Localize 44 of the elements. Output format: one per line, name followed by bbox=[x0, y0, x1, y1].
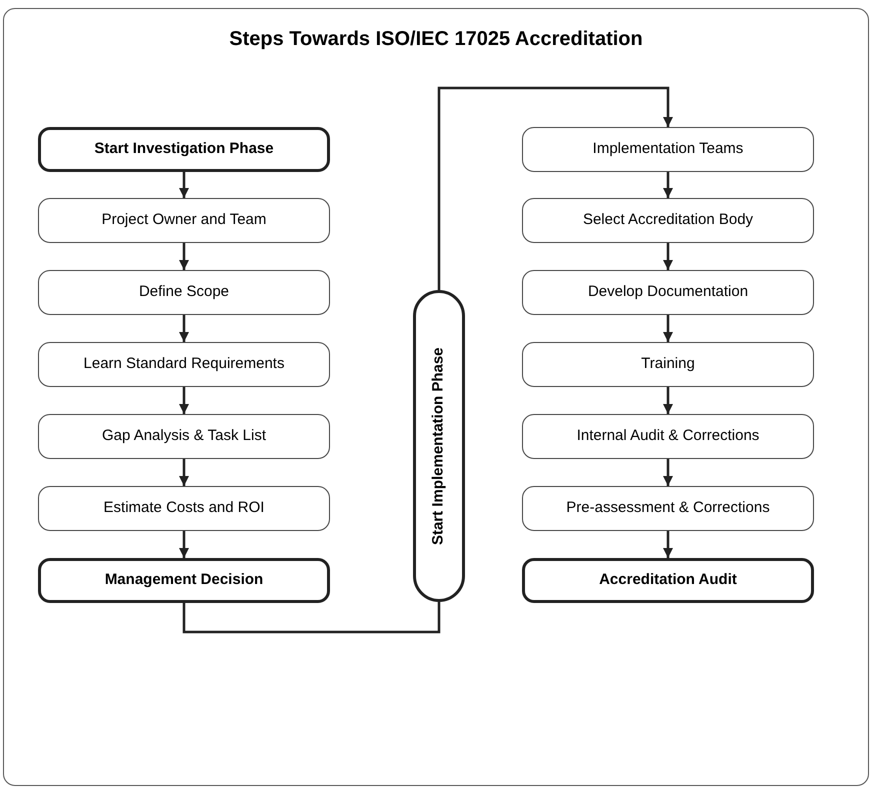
step-label: Develop Documentation bbox=[588, 282, 748, 302]
process-box bbox=[38, 558, 330, 603]
process-box bbox=[38, 270, 330, 315]
process-box bbox=[522, 127, 814, 172]
connector-arrow bbox=[663, 459, 673, 486]
connector-arrow bbox=[663, 243, 673, 270]
connector-arrow bbox=[179, 387, 189, 414]
process-box bbox=[522, 558, 814, 603]
connector-arrow bbox=[663, 315, 673, 342]
step-label: Training bbox=[641, 354, 695, 374]
process-box bbox=[38, 414, 330, 459]
connector-arrow bbox=[179, 243, 189, 270]
connector-arrow bbox=[663, 387, 673, 414]
step-label: Estimate Costs and ROI bbox=[104, 498, 264, 518]
process-box bbox=[38, 486, 330, 531]
connector-arrow bbox=[179, 531, 189, 558]
connector-arrow bbox=[179, 172, 189, 198]
step-label: Select Accreditation Body bbox=[582, 210, 754, 230]
step-label: Pre-assessment & Corrections bbox=[566, 498, 770, 518]
step-label: Start Investigation Phase bbox=[94, 139, 274, 160]
connector-arrow bbox=[179, 459, 189, 486]
process-box bbox=[522, 198, 814, 243]
connector-arrow bbox=[663, 531, 673, 558]
process-box bbox=[38, 198, 330, 243]
process-box bbox=[38, 127, 330, 172]
step-label: Learn Standard Requirements bbox=[84, 354, 284, 374]
process-box bbox=[522, 486, 814, 531]
title: Steps Towards ISO/IEC 17025 Accreditation bbox=[228, 27, 644, 52]
step-label: Define Scope bbox=[138, 282, 230, 302]
step-label: Internal Audit & Corrections bbox=[576, 426, 760, 446]
step-label: Management Decision bbox=[104, 570, 264, 590]
step-label: Implementation Teams bbox=[592, 139, 744, 160]
connector-arrow bbox=[663, 172, 673, 198]
process-box bbox=[522, 342, 814, 387]
step-label: Project Owner and Team bbox=[102, 210, 266, 230]
phase-pill bbox=[413, 290, 465, 602]
step-label: Accreditation Audit bbox=[599, 570, 737, 590]
step-label: Gap Analysis & Task List bbox=[102, 426, 266, 446]
process-box bbox=[522, 270, 814, 315]
process-box bbox=[38, 342, 330, 387]
step-label: Start Implementation Phase bbox=[428, 347, 448, 545]
connector-arrow bbox=[438, 86, 673, 290]
process-box bbox=[522, 414, 814, 459]
connector-arrow bbox=[179, 315, 189, 342]
